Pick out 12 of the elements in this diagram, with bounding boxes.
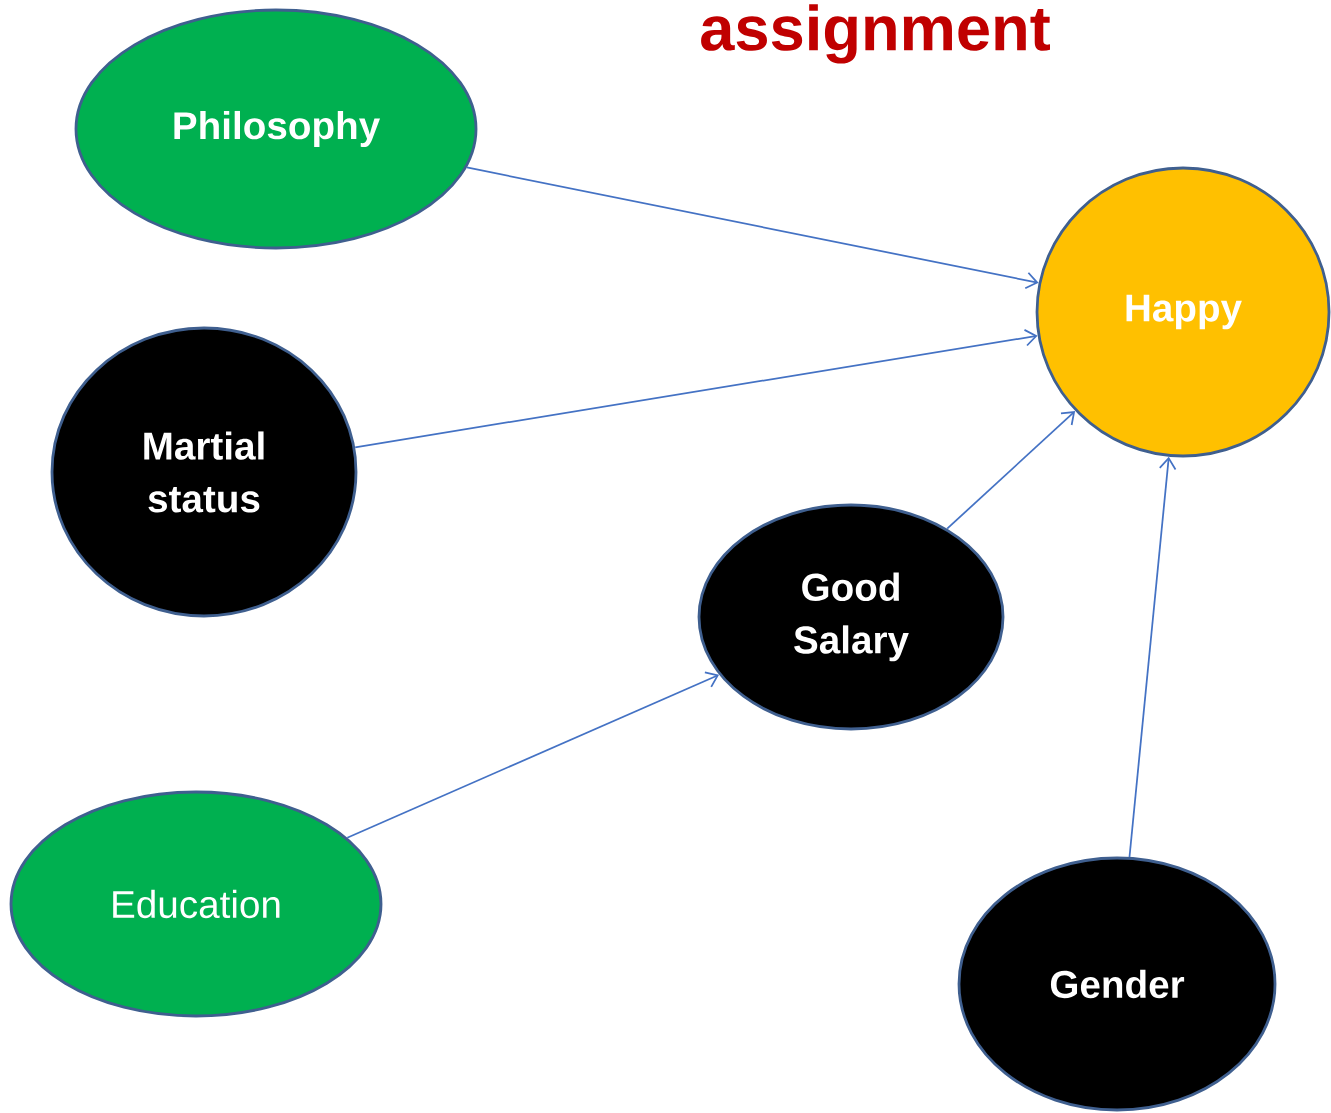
ellipse-node: Education: [9, 790, 383, 1018]
ellipse-node: Gender: [957, 856, 1277, 1112]
arrow: [354, 329, 1038, 449]
arrow: [346, 671, 720, 839]
arrow: [946, 411, 1076, 530]
arrow: [465, 166, 1039, 290]
ellipse-node: Philosophy: [74, 8, 478, 250]
title: assignment: [701, 4, 1050, 64]
arrow: [1128, 456, 1177, 858]
ellipse-node: Happy: [1035, 166, 1331, 458]
ellipse-node: Good Salary: [697, 503, 1005, 731]
ellipse-node: Martial status: [50, 326, 358, 618]
